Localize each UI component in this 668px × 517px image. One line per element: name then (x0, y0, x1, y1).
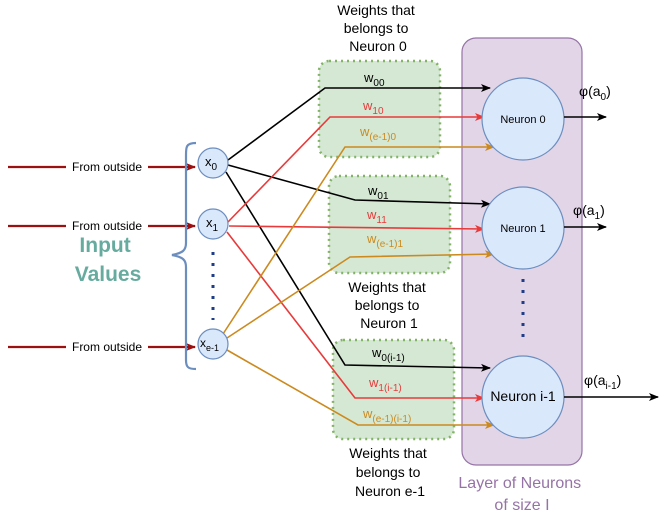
weight-label-w10: w10 (362, 98, 384, 117)
weight-group-title-e-1: Weights that belongs to Neuron e-1 (349, 445, 430, 499)
weight-label-w1i: w1(i-1) (368, 375, 402, 394)
output-label-0: φ(a0) (579, 83, 611, 103)
input-label-x1: x1 (206, 215, 219, 234)
connection-x0-n1 (227, 164, 491, 208)
connection-x1-ni (226, 231, 485, 402)
weight-label-we11: w(e-1)1 (366, 231, 404, 250)
weight-label-w11: w11 (366, 207, 387, 226)
neuron-0-label: Neuron 0 (500, 114, 545, 126)
connection-x1-n0 (227, 113, 485, 223)
weight-label-we10: w(e-1)0 (359, 124, 397, 143)
neuron-0 (481, 77, 565, 161)
connection-x0-ni (225, 171, 491, 372)
weight-group-title-0: Weights that belongs to Neuron 0 (337, 2, 418, 54)
weight-group-neuron-0 (317, 59, 442, 159)
weight-label-w00: w00 (363, 70, 385, 89)
connection-x0-n0 (227, 84, 491, 161)
neuron-i-1-label: Neuron i-1 (490, 388, 556, 404)
input-values-label: Input Values (75, 234, 142, 286)
input-brace (171, 141, 197, 371)
output-label-i-1: φ(ai-1) (584, 372, 621, 392)
input-label-xe1: xe-1 (200, 336, 219, 353)
weight-label-wei: w(e-1)(i-1) (362, 406, 411, 425)
from-outside-label-1: From outside (72, 219, 142, 233)
from-outside-label-2: From outside (72, 340, 142, 354)
from-outside-label-0: From outside (72, 160, 142, 174)
layer-label: Layer of Neurons of size I (458, 475, 585, 514)
input-node-xe1 (197, 328, 229, 360)
weight-label-w01: w01 (367, 183, 389, 202)
connection-xe1-n1 (226, 250, 495, 339)
neuron-1 (481, 186, 565, 270)
input-node-x1 (197, 208, 229, 240)
output-label-1: φ(a1) (573, 202, 605, 222)
neuron-1-label: Neuron 1 (500, 223, 545, 235)
weight-label-w0i: w0(i-1) (371, 345, 405, 364)
input-label-x0: x0 (205, 154, 218, 173)
input-node-x0 (197, 147, 229, 179)
connection-xe1-n0 (222, 143, 495, 335)
connection-xe1-ni (226, 349, 495, 429)
connection-x1-n1 (228, 224, 485, 233)
weight-group-title-1: Weights that belongs to Neuron 1 (348, 279, 429, 331)
